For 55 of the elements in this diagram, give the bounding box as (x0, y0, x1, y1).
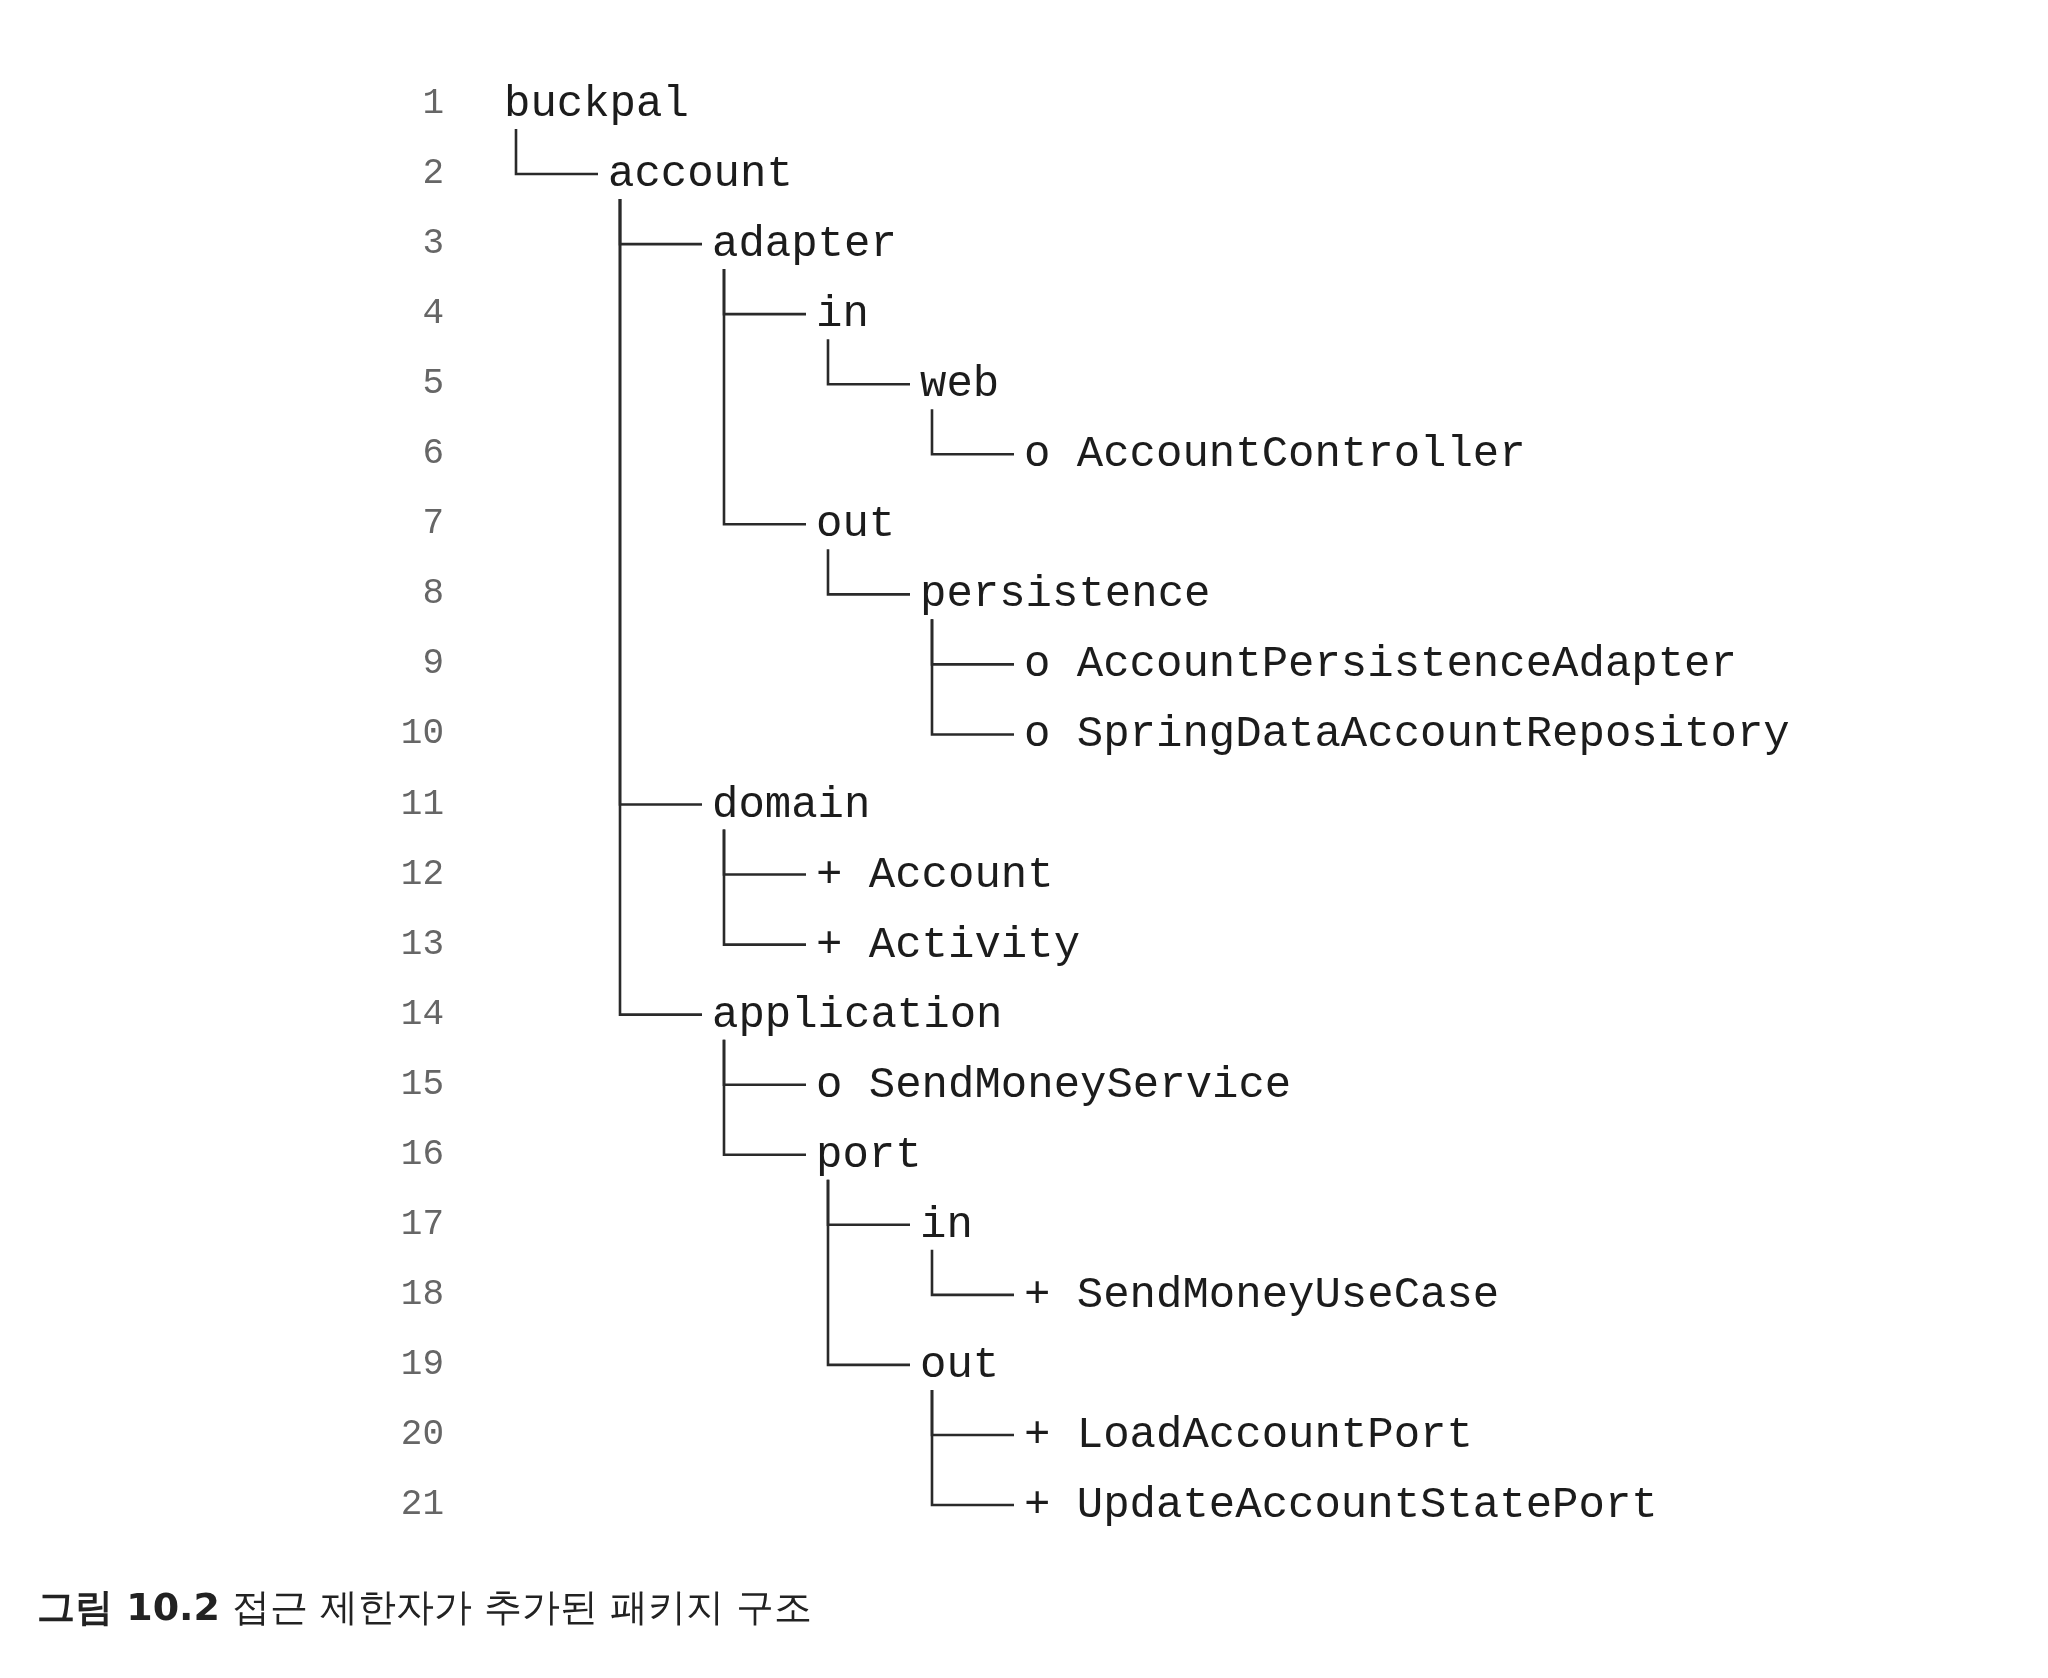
tree-connector-line (930, 409, 1014, 456)
package-name: domain (712, 779, 871, 830)
line-number: 4 (422, 292, 444, 337)
tree-connector-line (930, 1249, 1014, 1297)
line-number: 5 (422, 362, 444, 407)
package-name: out (816, 499, 896, 550)
package-name: persistence (920, 569, 1211, 620)
class-name: + Account (816, 849, 1054, 900)
line-number: 1 (422, 82, 444, 126)
tree-connector-line (722, 1039, 806, 1157)
tree-connector-line (722, 829, 806, 946)
class-name: o SendMoneyService (816, 1059, 1292, 1110)
line-number: 11 (400, 782, 444, 827)
tree-connector-line (930, 619, 1014, 736)
package-name: in (816, 289, 869, 340)
class-name: + LoadAccountPort (1024, 1409, 1473, 1460)
line-number: 2 (422, 152, 444, 197)
line-number: 9 (422, 642, 444, 687)
package-name: application (712, 989, 1003, 1040)
line-number: 18 (400, 1272, 444, 1317)
class-name: o AccountController (1024, 429, 1526, 480)
line-number: 8 (422, 572, 444, 617)
line-number: 16 (400, 1132, 444, 1177)
line-number: 15 (400, 1062, 444, 1107)
figure-caption: 그림 10.2 접근 제한자가 추가된 패키지 구조 (37, 1584, 813, 1630)
line-number: 14 (400, 992, 444, 1037)
tree-connector-line (826, 339, 910, 386)
tree-connector-line (618, 199, 702, 1016)
package-name: web (920, 359, 1000, 410)
package-name: account (608, 149, 793, 200)
line-number: 17 (400, 1202, 444, 1247)
line-number: 6 (422, 432, 444, 477)
line-number: 21 (400, 1483, 444, 1527)
package-name: port (816, 1129, 922, 1180)
line-number: 7 (422, 502, 444, 547)
line-number: 20 (400, 1412, 444, 1457)
class-name: + Activity (816, 919, 1081, 970)
line-number: 3 (422, 222, 444, 267)
package-name: in (920, 1199, 973, 1250)
tree-connector-line (826, 549, 910, 596)
package-name: adapter (712, 219, 897, 270)
line-number: 12 (400, 852, 444, 897)
tree-connector-line (930, 1389, 1014, 1507)
package-name: out (920, 1339, 1000, 1390)
class-name: + SendMoneyUseCase (1024, 1269, 1500, 1320)
line-number: 19 (400, 1342, 444, 1387)
tree-connector-line (722, 269, 806, 526)
class-name: o AccountPersistenceAdapter (1024, 639, 1737, 690)
line-number: 10 (400, 712, 444, 757)
tree-connector-line (826, 1179, 910, 1367)
tree-connector-line (514, 129, 598, 176)
package-name: buckpal (504, 79, 689, 129)
class-name: o SpringDataAccountRepository (1024, 709, 1790, 760)
class-name: + UpdateAccountStatePort (1024, 1480, 1658, 1530)
line-number: 13 (400, 922, 444, 967)
